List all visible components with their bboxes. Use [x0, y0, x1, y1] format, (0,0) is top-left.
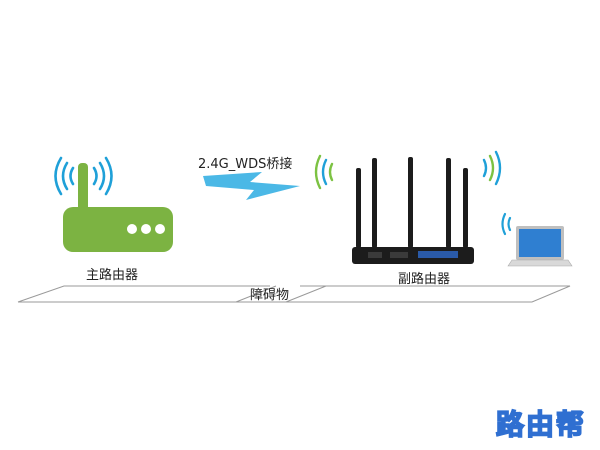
secondary-router-icon — [352, 157, 474, 264]
lightning-link-icon — [203, 172, 300, 200]
floor-outline — [17, 285, 571, 303]
laptop-icon — [507, 226, 573, 267]
main-router-label: 主路由器 — [86, 268, 139, 283]
obstacle-label: 障碍物 — [250, 288, 290, 303]
wifi-signal-icon — [501, 212, 512, 236]
watermark-logo: 路由帮 — [495, 407, 587, 442]
secondary-router-label: 副路由器 — [398, 272, 451, 287]
wifi-signal-icon — [54, 156, 113, 196]
link-label: 2.4G_WDS桥接 — [198, 157, 293, 172]
wifi-signal-icon — [314, 150, 502, 190]
main-router-icon — [63, 163, 173, 252]
